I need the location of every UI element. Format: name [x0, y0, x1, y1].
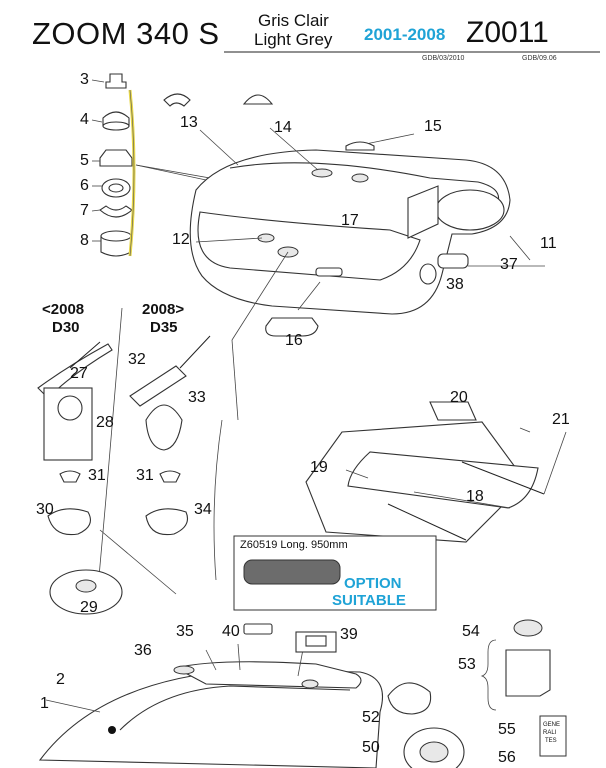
color-french: Gris Clair [258, 11, 329, 30]
part-20-clip [429, 401, 477, 421]
part-14-ring [242, 94, 274, 105]
boat-bottom-view [38, 643, 384, 768]
part-56-booklet [539, 715, 567, 757]
part-label-19: 19 [310, 459, 328, 476]
version-after: 2008> [142, 301, 185, 318]
part-32-oar [129, 365, 187, 407]
part-53-kit [505, 649, 551, 697]
part-3-cap [105, 73, 127, 89]
part-label-13: 13 [180, 114, 198, 131]
part-label-56: 56 [498, 749, 516, 766]
part-label-6: 6 [80, 177, 89, 194]
part-label-35: 35 [176, 623, 194, 640]
part-label-50: 50 [362, 739, 380, 756]
part-label-7: 7 [80, 202, 89, 219]
valve-parts-column [91, 73, 279, 257]
part-27-oar-old [37, 343, 113, 399]
part-15 [345, 141, 375, 151]
model-title: ZOOM 340 S [32, 16, 220, 51]
part-label-3: 3 [80, 71, 89, 88]
part-label-1: 1 [40, 695, 49, 712]
part-small-handle [163, 93, 191, 107]
part-label-55: 55 [498, 721, 516, 738]
boat-top-view [189, 127, 545, 421]
part-label-16: 16 [285, 332, 303, 349]
part-31b [159, 470, 181, 483]
part-label-31a: 31 [88, 467, 106, 484]
part-5-nut [99, 149, 133, 167]
doc-ref-left: GDB/03/2010 [422, 55, 465, 62]
part-label-33: 33 [188, 389, 206, 406]
part-label-17: 17 [341, 212, 359, 229]
part-54-cone [513, 619, 543, 637]
part-52-photo [387, 682, 432, 715]
part-label-11: 11 [540, 235, 557, 252]
doc-ref-right: GDB/09.06 [522, 55, 557, 62]
option-label: OPTION [344, 575, 402, 592]
suitable-label: SUITABLE [332, 592, 406, 609]
part-31a [59, 470, 81, 483]
part-label-36: 36 [134, 642, 152, 659]
part-label-40: 40 [222, 623, 240, 640]
generalities-line-2: RALI [543, 730, 557, 736]
version-after-model: D35 [150, 319, 178, 336]
part-label-8: 8 [80, 232, 89, 249]
part-label-31b: 31 [136, 467, 154, 484]
part-37 [437, 253, 469, 269]
option-part-ref: Z60519 Long. 950mm [240, 539, 348, 551]
part-label-15: 15 [424, 118, 442, 135]
part-label-39: 39 [340, 626, 358, 643]
part-label-14: 14 [274, 119, 292, 136]
part-33-rowlock [145, 404, 183, 451]
part-label-52: 52 [362, 709, 380, 726]
part-34-lock [145, 508, 189, 536]
part-label-53: 53 [458, 656, 476, 673]
part-label-29: 29 [80, 599, 98, 616]
year-range: 2001-2008 [364, 25, 446, 44]
model-code: Z0011 [466, 16, 549, 49]
part-7-clip [99, 205, 133, 218]
part-label-28: 28 [96, 414, 114, 431]
part-label-21: 21 [552, 411, 570, 428]
part-label-12: 12 [172, 231, 190, 248]
part-label-37: 37 [500, 256, 518, 273]
part-38 [419, 263, 437, 285]
version-before: <2008 [42, 301, 85, 318]
part-label-30: 30 [36, 501, 54, 518]
part-40-bar [243, 623, 273, 635]
part-label-20: 20 [450, 389, 468, 406]
part-label-38: 38 [446, 276, 464, 293]
part-label-18: 18 [466, 488, 484, 505]
color-english: Light Grey [254, 30, 333, 49]
part-label-27: 27 [70, 365, 88, 382]
floor-assembly [305, 401, 567, 543]
part-16-handle [265, 317, 319, 337]
part-label-4: 4 [80, 111, 89, 128]
part-label-32: 32 [128, 351, 146, 368]
generalities-line-1: GENE [543, 722, 561, 728]
part-label-54: 54 [462, 623, 480, 640]
generalities-line-3: TES [545, 738, 557, 744]
part-label-5: 5 [80, 152, 89, 169]
part-30-lock [47, 508, 91, 536]
part-label-2: 2 [56, 671, 65, 688]
version-before-model: D30 [52, 319, 80, 336]
seat-pad-image [243, 559, 341, 585]
part-label-34: 34 [194, 501, 212, 518]
